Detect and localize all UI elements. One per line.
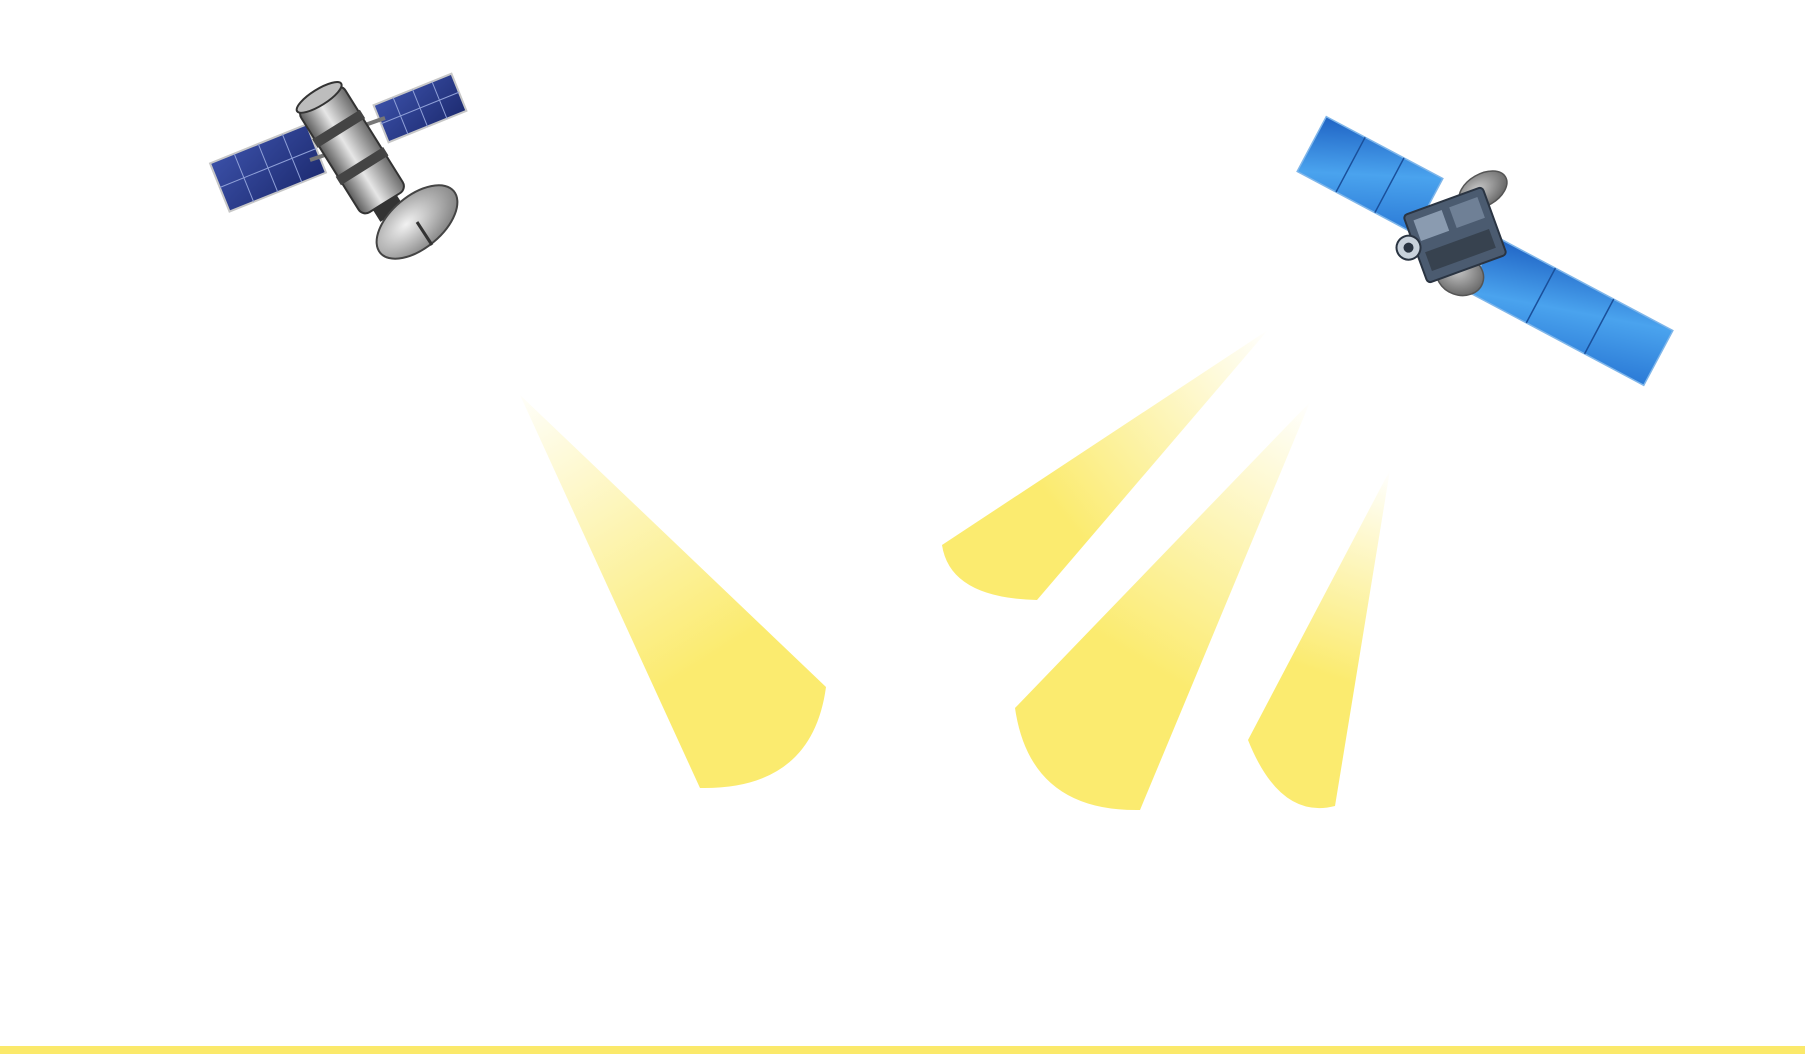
grey-satellite-with-dish-icon [208, 72, 468, 260]
right-satellite-beam-1 [942, 330, 1268, 600]
left-satellite-beam [520, 395, 826, 789]
right-satellite-beam-2 [1015, 402, 1310, 811]
ground-line [0, 1046, 1805, 1054]
blue-panel-satellite-icon [1296, 115, 1674, 387]
right-satellite-beam-3 [1248, 470, 1390, 809]
